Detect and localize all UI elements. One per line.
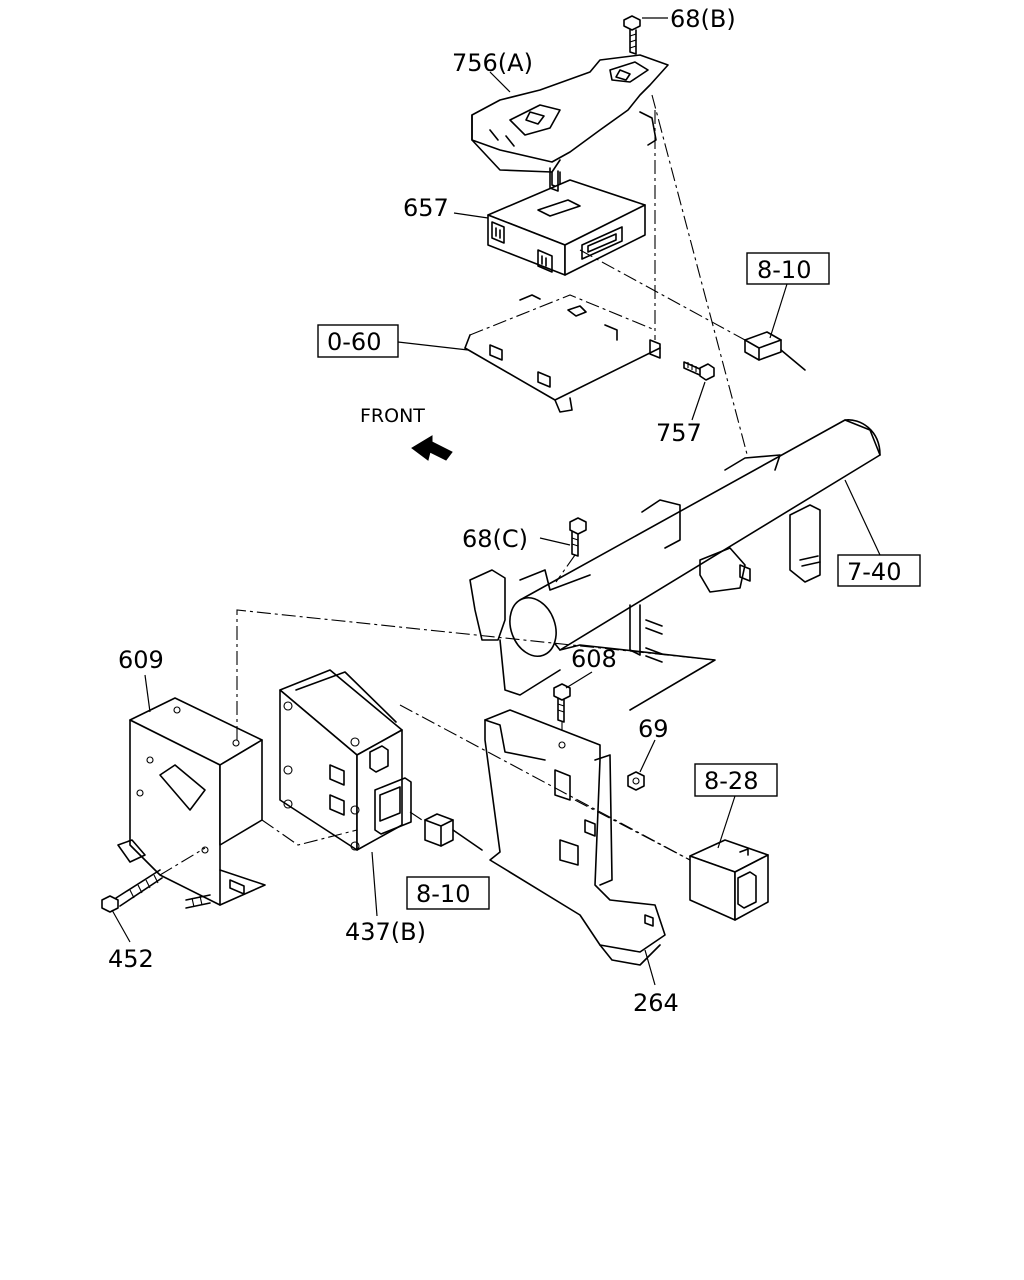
ref-box-828 [694, 763, 778, 797]
control-unit-657 [487, 167, 646, 276]
chain-line-8 [399, 704, 691, 861]
chain-line-10 [574, 799, 691, 861]
bolt-757 [683, 361, 715, 381]
bracket-264 [484, 709, 666, 966]
label-657: 657 [403, 194, 449, 222]
label-828: 8-28 [704, 767, 758, 795]
relay-828 [689, 839, 769, 921]
label-810-upper: 8-10 [757, 256, 811, 284]
chain-line-3 [555, 554, 576, 583]
nut-69 [627, 771, 645, 791]
chain-line-6 [159, 847, 206, 876]
ref-box-740 [837, 554, 921, 587]
label-68c: 68(C) [462, 525, 528, 553]
ref-box-060 [317, 324, 399, 358]
label-69: 69 [638, 715, 669, 743]
bolt-68b [623, 15, 641, 55]
label-264: 264 [633, 989, 679, 1017]
cross-member-tube [469, 419, 881, 711]
connector-upper [744, 331, 806, 371]
chain-line-2 [651, 94, 749, 459]
arrow-left-icon [411, 435, 453, 461]
screw-452 [101, 869, 211, 913]
label-810-lower: 8-10 [416, 880, 470, 908]
chain-line-7 [261, 819, 358, 846]
bolt-68c [569, 517, 587, 557]
label-756a: 756(A) [452, 49, 533, 77]
label-740: 7-40 [847, 558, 901, 586]
ref-box-810-upper [746, 252, 830, 285]
label-68b: 68(B) [670, 5, 736, 33]
label-060: 0-60 [327, 328, 381, 356]
label-757: 757 [656, 419, 702, 447]
chain-line-5 [236, 609, 716, 740]
label-608: 608 [571, 645, 617, 673]
bracket-756a [471, 54, 669, 189]
chain-line-1 [579, 249, 746, 341]
label-609: 609 [118, 646, 164, 674]
label-452: 452 [108, 945, 154, 973]
bracket-609 [117, 697, 266, 906]
bolt-608 [553, 683, 571, 723]
mounting-plate-060 [464, 110, 661, 413]
leader-lines [111, 17, 881, 986]
label-front: FRONT [360, 405, 425, 427]
ref-box-810-lower [406, 876, 490, 910]
connector-lower [424, 813, 483, 851]
label-437b: 437(B) [345, 918, 426, 946]
chain-line-9 [409, 811, 426, 823]
module-437b [279, 669, 412, 851]
